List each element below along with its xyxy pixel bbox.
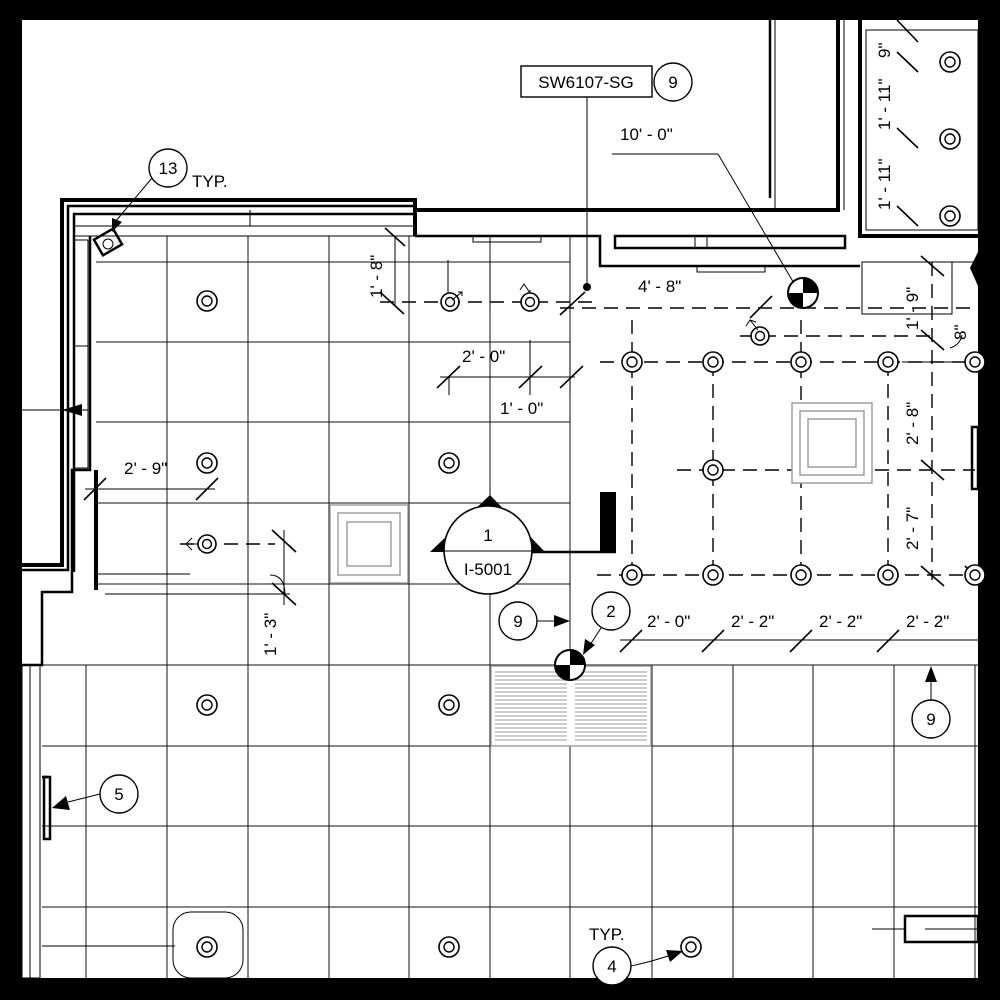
- dimension-labels: 10' - 0" 4' - 8" 2' - 0" 1' - 0" 2' - 9"…: [124, 43, 970, 657]
- wall-wash-fixture-icon: [92, 226, 124, 258]
- recessed-light-icon: [702, 459, 724, 481]
- elevation-target-icon: [787, 277, 819, 309]
- recessed-light-icon: [790, 351, 812, 373]
- typ-label: TYP.: [192, 172, 228, 191]
- keynote-4: 4: [607, 957, 616, 976]
- dim-8: 8": [951, 325, 970, 341]
- recessed-lights: [196, 51, 986, 958]
- sink-outline: [172, 911, 244, 979]
- recessed-light-icon: [702, 351, 724, 373]
- recessed-light-icon: [196, 936, 218, 958]
- walls: [21, 20, 980, 979]
- keynote-9-right: 9: [926, 710, 935, 729]
- wall-fixture-icon: [600, 492, 616, 552]
- keynote-2: 2: [606, 602, 615, 621]
- dim-2-7: 2' - 7": [903, 507, 922, 550]
- dim-1-3: 1' - 3": [261, 613, 280, 656]
- recessed-light-icon: [939, 128, 961, 150]
- dim-2-8: 2' - 8": [903, 402, 922, 445]
- section-sheet: I-5001: [464, 560, 512, 579]
- keynote-9-top: 9: [668, 73, 677, 92]
- recessed-light-icon: [196, 290, 218, 312]
- dimension-lines: [22, 80, 978, 947]
- dim-2-2-a: 2' - 2": [731, 612, 774, 631]
- recessed-light-icon: [964, 351, 986, 373]
- recessed-light-icon: [196, 694, 218, 716]
- paint-code-label: SW6107-SG: [538, 73, 633, 92]
- recessed-light-icon: [621, 351, 643, 373]
- directional-light-icon: [185, 283, 770, 554]
- special-fixtures: [42, 226, 819, 841]
- recessed-light-icon: [877, 564, 899, 586]
- recessed-light-icon: [438, 452, 460, 474]
- recessed-light-icon: [621, 564, 643, 586]
- air-diffusers: [172, 402, 873, 979]
- dim-2-9: 2' - 9": [124, 459, 167, 478]
- recessed-light-icon: [196, 452, 218, 474]
- keynote-tags: SW6107-SG 9 13 TYP. 9 2 9 5 4 TYP.: [52, 62, 951, 986]
- dim-1-9: 1' - 9": [903, 287, 922, 330]
- dim-2-2-c: 2' - 2": [906, 612, 949, 631]
- leader-dot: [583, 283, 591, 291]
- supply-diffuser-left: [329, 504, 409, 584]
- dim-9: 9": [875, 43, 894, 59]
- recessed-light-icon: [438, 936, 460, 958]
- recessed-light-icon: [964, 564, 986, 586]
- keynote-5: 5: [114, 785, 123, 804]
- dimension-ticks: [83, 19, 979, 653]
- dim-1-11-b: 1' - 11": [875, 159, 894, 211]
- section-marker: 1 I-5001: [430, 495, 545, 595]
- recessed-light-icon: [939, 205, 961, 227]
- typ-label-bottom: TYP.: [589, 925, 625, 944]
- elevation-target-icon: [554, 649, 586, 681]
- return-grille: [490, 665, 652, 747]
- dim-4-8: 4' - 8": [638, 277, 681, 296]
- section-number: 1: [483, 526, 492, 545]
- dim-2-2-b: 2' - 2": [819, 612, 862, 631]
- dim-1-11-a: 1' - 11": [875, 79, 894, 131]
- keynote-9-mid: 9: [513, 612, 522, 631]
- dim-2-0-bottom: 2' - 0": [647, 612, 690, 631]
- recessed-light-icon: [939, 51, 961, 73]
- dim-2-0: 2' - 0": [462, 347, 505, 366]
- recessed-light-icon: [438, 694, 460, 716]
- dim-10-0: 10' - 0": [620, 125, 673, 144]
- wall-sconce-icon: [42, 775, 52, 841]
- recessed-light-icon: [702, 564, 724, 586]
- recessed-light-icon: [790, 564, 812, 586]
- dim-1-0: 1' - 0": [500, 399, 543, 418]
- dim-1-8: 1' - 8": [367, 255, 386, 298]
- supply-diffuser-right: [791, 402, 873, 484]
- recessed-light-icon: [877, 351, 899, 373]
- recessed-light-icon: [680, 936, 702, 958]
- keynote-13: 13: [159, 159, 178, 178]
- paint-code-box: [520, 65, 653, 98]
